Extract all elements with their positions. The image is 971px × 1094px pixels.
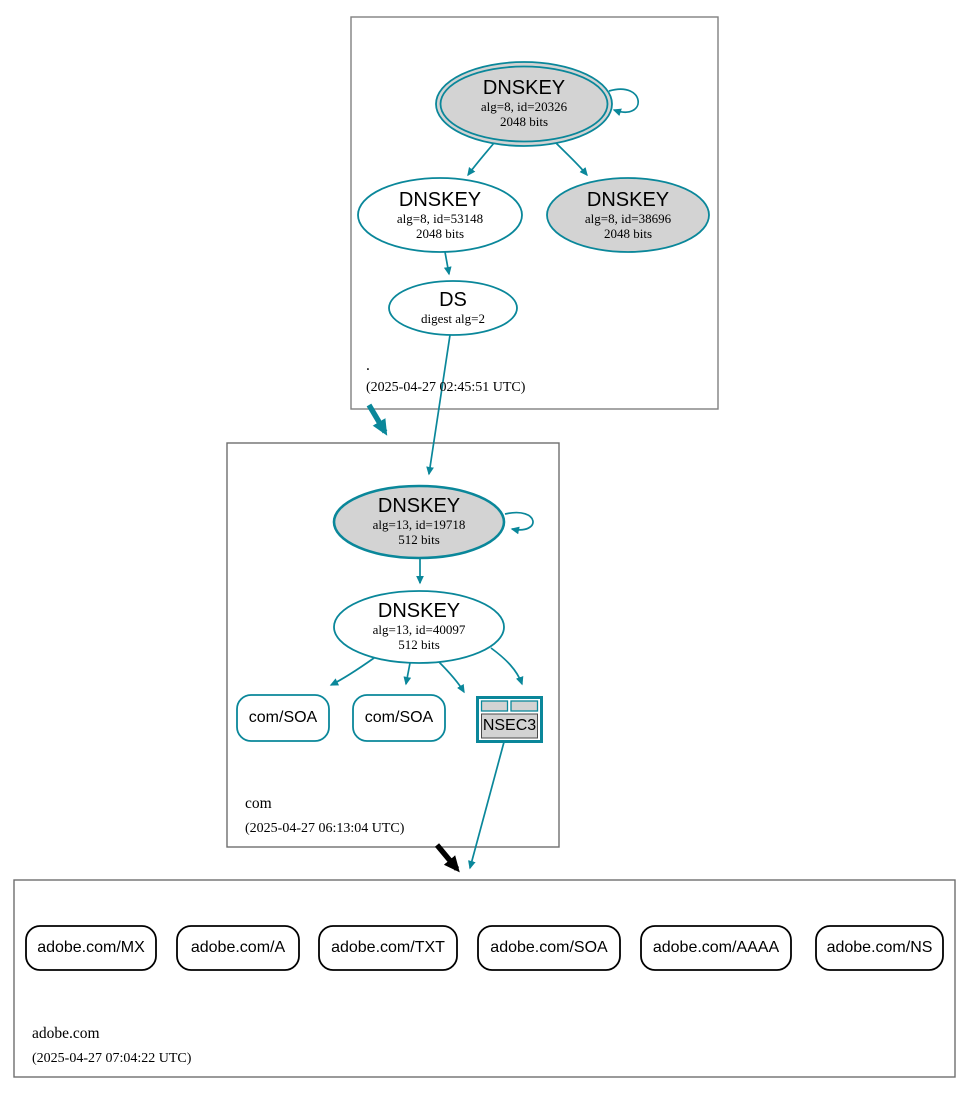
root-ksk-self-loop — [608, 88, 639, 117]
adobe-soa-node[interactable] — [477, 925, 621, 971]
nsec3-label-cell — [481, 713, 538, 739]
adobe-txt-node[interactable] — [318, 925, 458, 971]
root-ksk-node[interactable] — [435, 61, 613, 147]
com-zsk-to-nsec3-left-edge — [437, 660, 465, 694]
com-soa2-node[interactable] — [352, 694, 446, 742]
com-zone-box — [226, 442, 560, 848]
root-ksk2-node[interactable] — [546, 177, 710, 253]
adobe-a-node[interactable] — [176, 925, 300, 971]
adobe-ns-node[interactable] — [815, 925, 944, 971]
root-ksk-to-zsk-edge — [467, 142, 495, 177]
com-ksk-node[interactable] — [332, 484, 506, 560]
root-zsk-node[interactable] — [357, 177, 523, 253]
root-ds-node[interactable] — [388, 280, 518, 336]
com-zsk-node[interactable] — [333, 590, 505, 664]
com-zsk-to-soa2-edge — [403, 662, 412, 686]
nsec3-top-cell-right — [510, 700, 539, 712]
nsec3-to-adobe-edge — [468, 741, 505, 870]
adobe-zone-box — [13, 879, 956, 1078]
com-to-adobe-delegation-arrow — [434, 843, 460, 873]
root-zsk-to-ds-edge — [443, 251, 452, 276]
root-ksk-inner-ring — [439, 65, 609, 143]
com-zsk-to-nsec3-top-edge — [490, 647, 524, 686]
nsec3-top-cell-left — [480, 700, 509, 712]
root-to-com-delegation-arrow — [366, 403, 388, 436]
adobe-aaaa-node[interactable] — [640, 925, 792, 971]
com-ksk-self-loop — [504, 511, 534, 535]
com-zsk-to-soa1-edge — [329, 657, 375, 686]
root-ksk-to-ksk2-edge — [555, 142, 588, 177]
adobe-mx-node[interactable] — [25, 925, 157, 971]
ds-to-com-ksk-edge — [426, 334, 451, 476]
com-nsec3-node[interactable] — [476, 696, 543, 743]
com-soa1-node[interactable] — [236, 694, 330, 742]
root-zone-box — [350, 16, 719, 410]
